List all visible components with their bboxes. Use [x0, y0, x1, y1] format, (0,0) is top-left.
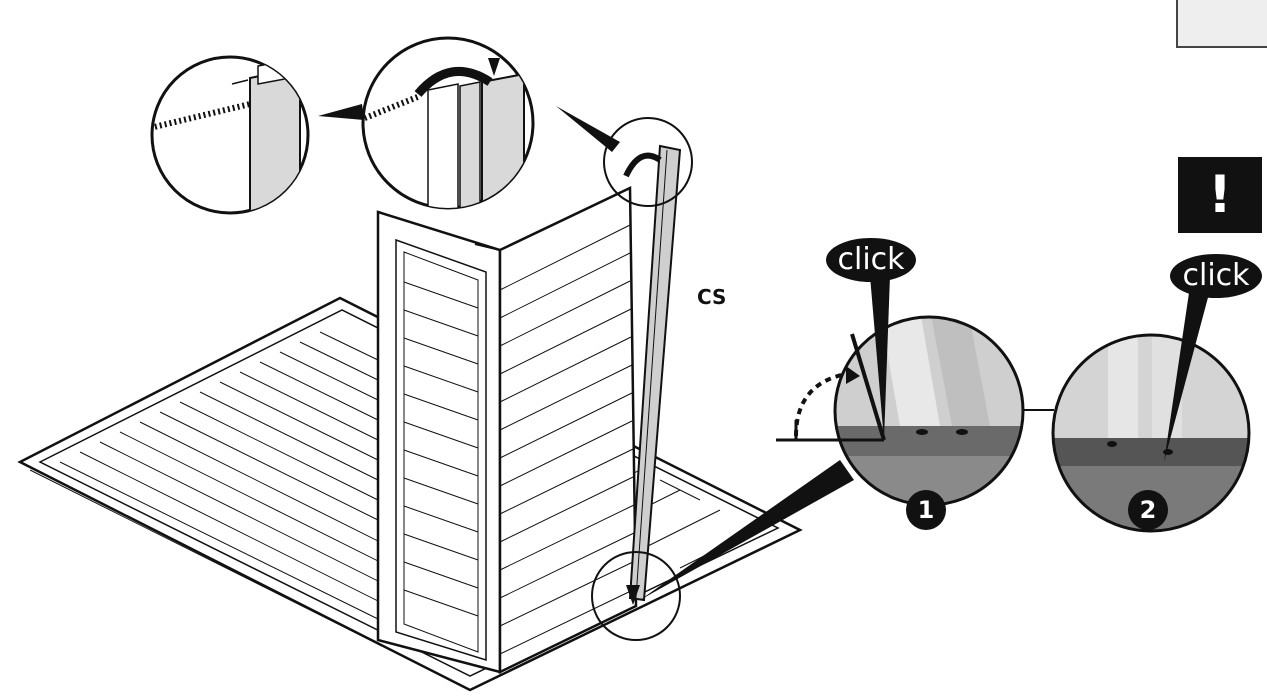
side-wall-panel — [474, 186, 638, 674]
pointer-wedge-1 — [318, 104, 364, 120]
click-badge-2: click — [1170, 254, 1262, 298]
detail-circle-2 — [361, 36, 535, 210]
swing-arrow-icon — [794, 372, 847, 437]
rotate-arrow-icon — [623, 152, 662, 178]
click-callout-1 — [870, 276, 890, 440]
click-callout-2 — [1164, 286, 1210, 462]
bottom-detail-marker — [591, 551, 681, 641]
down-arrow-icon — [626, 585, 640, 605]
click-badge-1: click — [826, 238, 916, 282]
step-badge-2: 2 — [1128, 490, 1168, 530]
push-arrow-icon — [488, 58, 500, 76]
page-tab — [1176, 0, 1267, 48]
pointer-wedge-3 — [640, 460, 854, 600]
detail-circle-1 — [150, 55, 310, 215]
front-wall-panel — [376, 210, 502, 674]
warning-icon: ! — [1178, 157, 1262, 233]
part-code-label: CS — [697, 285, 727, 309]
top-detail-marker — [603, 117, 693, 207]
connector-profile — [628, 144, 682, 602]
pointer-wedge-2 — [556, 106, 620, 152]
step-badge-1: 1 — [906, 490, 946, 530]
